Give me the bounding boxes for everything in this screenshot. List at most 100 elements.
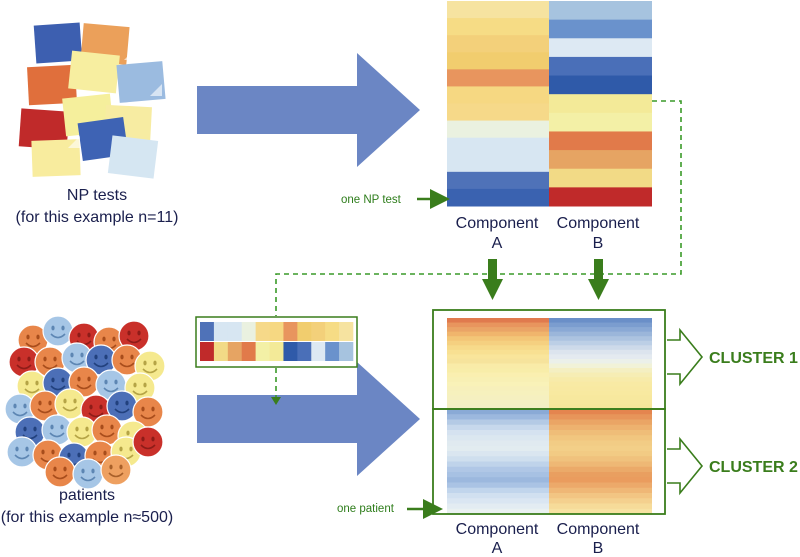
score-cell-cluster2-a [447,409,549,415]
component-a-down-arrow [482,259,503,300]
score-cell-cluster1-b [549,336,652,342]
cluster-1-label: CLUSTER 1 [709,350,798,367]
score-cell-cluster2-a [447,414,549,420]
score-cell-cluster2-a [447,451,549,457]
score-component-b-label-bottom: B [593,540,604,557]
loading-cell-b [549,75,652,95]
patient-row-cell-top [325,322,340,341]
score-cell-cluster2-a [447,472,549,478]
patient-row-cell-top [241,322,256,341]
loading-cell-b [549,112,652,132]
score-cell-cluster2-a [447,456,549,462]
patient-row-cell-bottom [227,342,243,361]
score-cell-cluster1-b [549,331,652,337]
smiley-face-icon [132,396,164,428]
score-cell-cluster1-b [549,340,652,346]
smiley-face-icon [54,388,86,420]
loading-cell-a [447,69,549,87]
score-cell-cluster2-b [549,477,652,483]
patient-row-cell-bottom [325,342,340,361]
loading-cell-b [549,131,652,151]
score-cell-cluster1-a [447,345,549,351]
score-heatmap [447,318,652,515]
patient-row-cell-bottom [255,342,270,361]
score-cell-cluster1-a [447,349,549,355]
score-cell-cluster1-a [447,390,549,396]
score-cell-cluster2-b [549,498,652,504]
score-cell-cluster2-b [549,419,652,426]
score-cell-cluster1-a [447,381,549,387]
score-cell-cluster2-a [447,498,549,504]
score-cell-cluster2-a [447,430,549,436]
score-cell-cluster2-b [549,487,652,494]
one-np-test-label: one NP test [341,194,402,206]
score-cell-cluster2-b [549,482,652,489]
patient-row-cell-bottom [283,342,298,361]
component-b-label-top: Component [557,215,640,232]
score-cell-cluster2-b [549,466,652,473]
score-cell-cluster1-a [447,322,549,328]
loading-cell-a [447,103,549,122]
component-b-label-bottom: B [593,235,604,252]
score-cell-cluster1-b [549,377,652,383]
score-cell-cluster1-b [549,399,652,405]
component-a-label-bottom: A [492,235,503,252]
patient-row-cell-bottom [241,342,256,361]
loading-cell-a [447,52,549,70]
score-cell-cluster2-a [447,493,549,499]
score-cell-cluster1-a [447,331,549,337]
score-cell-cluster2-a [447,445,549,452]
score-cell-cluster2-a [447,461,549,468]
np-tests-title: NP tests [67,187,127,204]
loading-cell-b [549,94,652,114]
score-cell-cluster1-a [447,358,549,364]
patient-row-cell-bottom [339,342,354,361]
cluster-2-arrow [667,436,704,496]
score-cell-cluster2-b [549,409,652,415]
score-cell-cluster1-b [549,318,652,324]
patient-row-cell-top [269,322,284,341]
score-cell-cluster2-b [549,508,652,515]
patient-row-cell-bottom [213,342,229,361]
score-component-a-label-top: Component [456,521,539,538]
score-cell-cluster2-a [447,424,549,431]
score-cell-cluster2-a [447,419,549,426]
score-cell-cluster2-a [447,435,549,441]
patient-row-cell-top [200,322,215,341]
score-cell-cluster1-b [549,363,652,369]
patient-row-cell-bottom [200,342,215,361]
loading-cell-a [447,188,549,207]
smiley-face-icon [72,458,104,490]
dashed-arrowhead [271,397,281,405]
patient-row-cell-bottom [311,342,326,361]
patient-row-cell-top [283,322,298,341]
score-cell-cluster1-b [549,381,652,387]
score-cell-cluster1-a [447,395,549,401]
top-arrow [197,53,420,167]
score-cell-cluster2-a [447,482,549,489]
patient-row-cell-top [255,322,270,341]
patient-row-cell-top [227,322,243,341]
score-cell-cluster2-b [549,461,652,468]
score-cell-cluster1-a [447,386,549,392]
smiley-face-icon [6,436,38,468]
patient-row-cell-top [213,322,229,341]
score-cell-cluster2-b [549,472,652,478]
patients-title: patients [59,487,115,504]
score-cell-cluster2-b [549,445,652,452]
cluster-2-label: CLUSTER 2 [709,459,798,476]
patient-row-cell-top [339,322,354,341]
patient-row-heatmap [200,322,354,361]
loading-cell-a [447,120,549,139]
score-cell-cluster1-a [447,377,549,383]
score-cell-cluster1-b [549,372,652,378]
patients-icon [4,315,166,490]
loading-cell-a [447,86,549,104]
score-cell-cluster2-a [447,466,549,473]
smiley-face-icon [118,320,150,352]
score-cell-cluster1-b [549,354,652,360]
score-cell-cluster1-b [549,386,652,392]
smiley-face-icon [106,390,138,422]
patient-row-cell-bottom [297,342,312,361]
score-cell-cluster1-b [549,395,652,401]
